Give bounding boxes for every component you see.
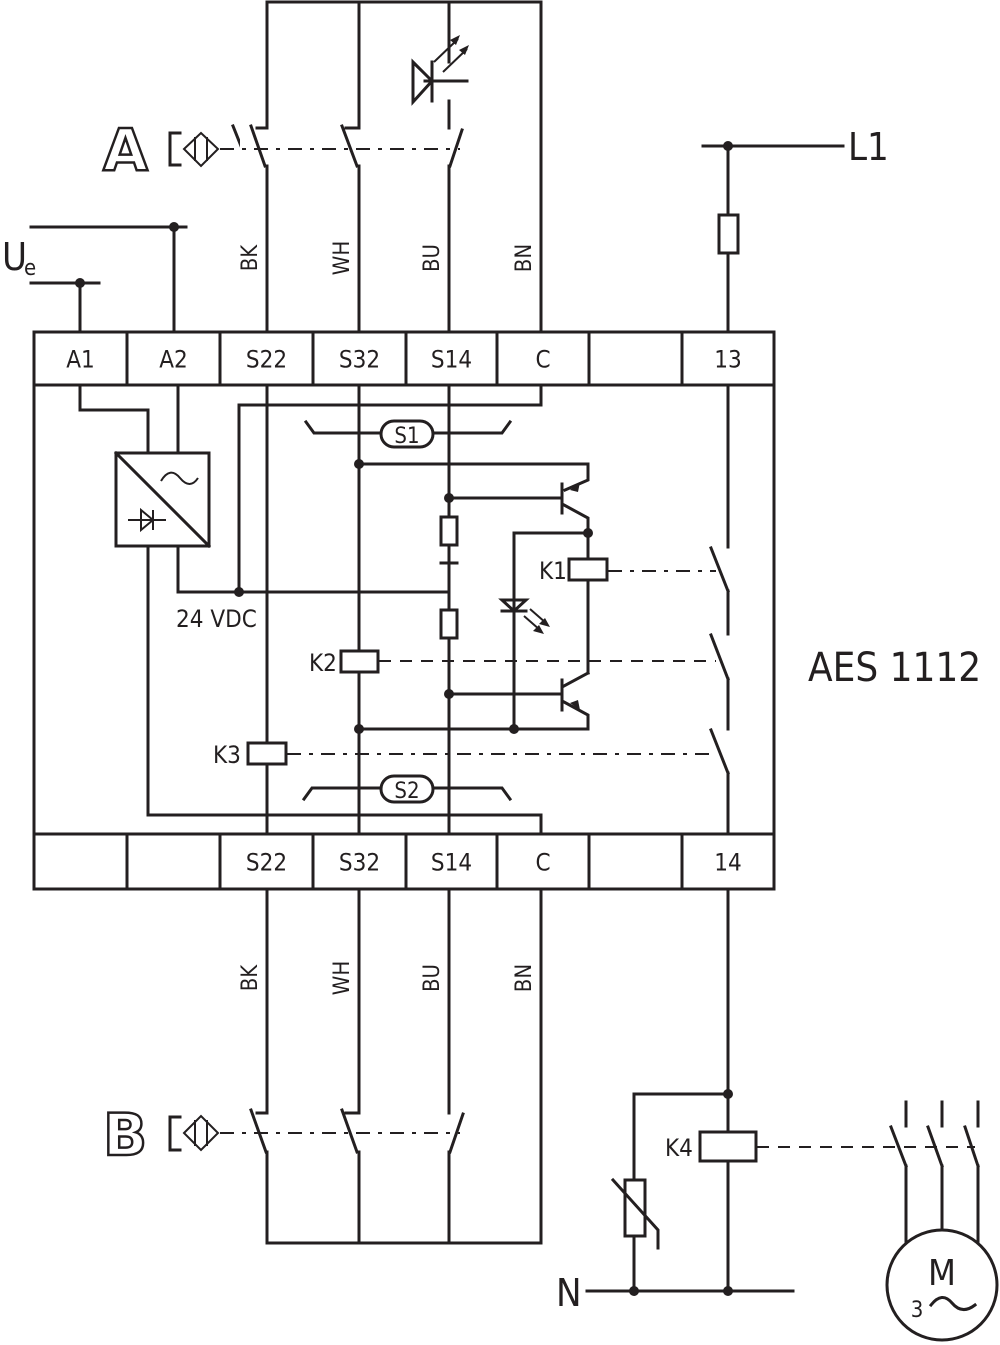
bottom-terminal-row: S22 S32 S14 C 14 [125, 832, 742, 891]
phase-l1: L1 [701, 125, 889, 334]
top-wires [240, 0, 464, 340]
svg-text:3: 3 [911, 1298, 924, 1323]
svg-text:WH: WH [330, 961, 355, 995]
terminal-S22: S22 [218, 832, 287, 891]
terminal-A1: A1 [66, 346, 95, 374]
relay-k1-coil: K1 [539, 557, 716, 585]
status-led-icon [498, 598, 550, 634]
terminal-label: C [535, 849, 550, 877]
svg-text:WH: WH [330, 241, 355, 275]
sensor-a-wiring [231, 0, 543, 334]
sensor-a-label: A [103, 116, 148, 184]
internal-circuit: 24 VDC K3 K2 S1 [78, 383, 730, 836]
svg-text:S2: S2 [394, 779, 419, 804]
switch-s2: S2 [301, 774, 513, 804]
terminal-label: S22 [246, 346, 287, 374]
wire-labels-bottom: BK WH BU BN [238, 961, 537, 995]
terminal-S14: S14 [404, 832, 472, 891]
switch-s1: S1 [303, 419, 513, 449]
terminal-label: S22 [246, 849, 287, 877]
terminal-label: 14 [714, 849, 741, 877]
svg-text:K3: K3 [213, 741, 241, 769]
terminal-S22: S22 [218, 330, 287, 387]
sensor-b-label: B [103, 1101, 147, 1169]
terminal-label: A1 [66, 346, 95, 374]
device-box [32, 330, 776, 891]
terminal-label: S32 [339, 346, 380, 374]
svg-text:BU: BU [420, 244, 445, 272]
svg-text:K4: K4 [665, 1134, 693, 1162]
terminal-C: C [495, 330, 551, 387]
svg-text:K2: K2 [309, 649, 337, 677]
terminal-label: C [535, 346, 550, 374]
svg-text:24 VDC: 24 VDC [176, 605, 257, 633]
terminal-14: 14 [680, 832, 742, 891]
fuse-icon [717, 213, 740, 255]
terminal-13: 13 [680, 330, 742, 387]
svg-text:S1: S1 [394, 424, 419, 449]
external-relay-circuit: N K4 M 3 [556, 887, 999, 1342]
terminal-C: C [495, 832, 551, 891]
sensor-b-wiring [249, 887, 543, 1245]
relay-k4-coil: K4 [665, 1130, 975, 1163]
svg-text:L1: L1 [848, 125, 889, 169]
terminal-S14: S14 [404, 330, 472, 387]
svg-text:BK: BK [238, 244, 263, 272]
terminal-A2: A2 [125, 330, 188, 387]
terminal-label: A2 [159, 346, 188, 374]
terminal-label: S32 [339, 849, 380, 877]
terminal-label: S14 [431, 849, 472, 877]
supply-ue: U e [2, 222, 188, 334]
svg-text:M: M [928, 1253, 956, 1294]
terminal-S32: S32 [311, 330, 380, 387]
svg-text:e: e [24, 256, 36, 281]
svg-text:BN: BN [512, 964, 537, 992]
motor-icon: M 3 [885, 1228, 999, 1342]
svg-text:K1: K1 [539, 557, 567, 585]
svg-text:BK: BK [238, 964, 263, 992]
sensor-a-symbol: A [102, 115, 460, 185]
svg-text:BN: BN [512, 244, 537, 272]
svg-text:BU: BU [420, 964, 445, 992]
svg-text:N: N [556, 1271, 582, 1315]
terminal-label: S14 [431, 346, 472, 374]
svg-text:U: U [2, 235, 27, 279]
relay-k2-coil: K2 [309, 649, 716, 677]
terminal-S32: S32 [311, 832, 380, 891]
device-model-label: AES 1112 [808, 645, 981, 691]
power-supply-converter-icon [113, 450, 212, 549]
sensor-b-symbol: B [102, 1100, 460, 1170]
top-terminal-row: A1 A2 S22 S32 S14 C 13 [66, 330, 742, 387]
varistor-icon [623, 1178, 647, 1238]
terminal-label: 13 [714, 346, 741, 374]
wire-labels-top: BK WH BU BN [238, 241, 537, 275]
sensor-a-led-icon [411, 35, 469, 130]
